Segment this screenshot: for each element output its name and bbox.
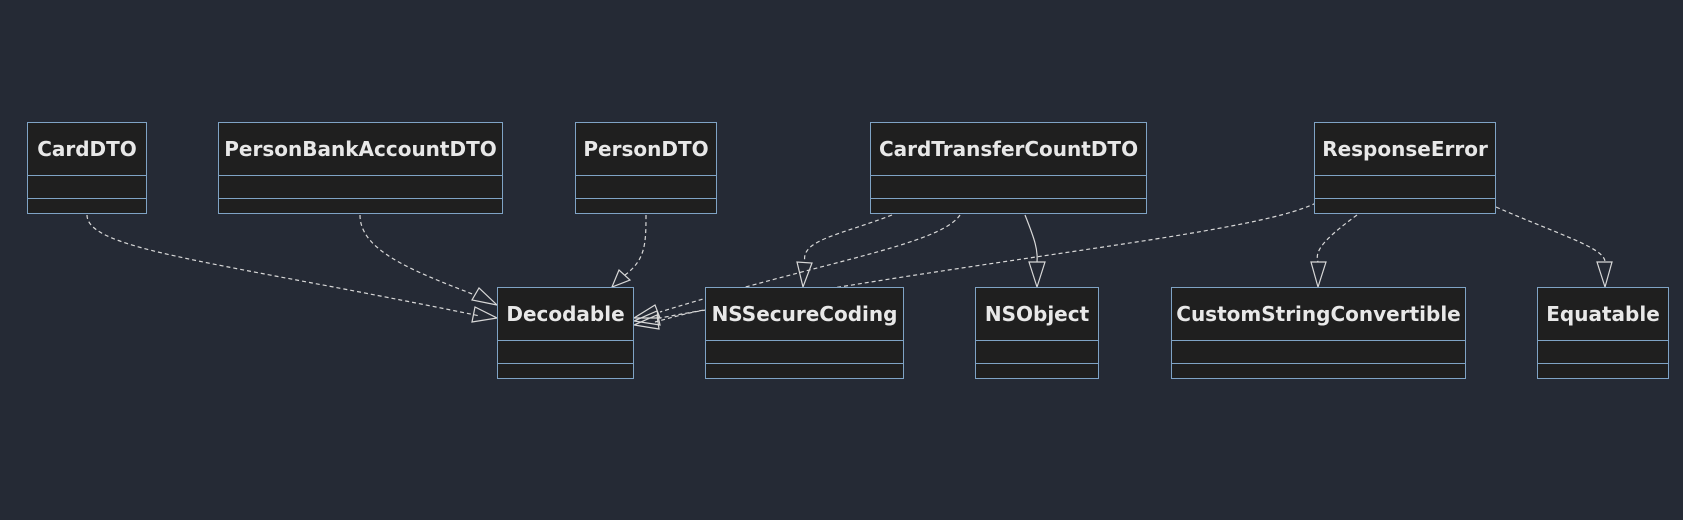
class-ns-secure-coding[interactable]: NSSecureCoding xyxy=(705,287,904,379)
class-custom-string-convertible[interactable]: CustomStringConvertible xyxy=(1171,287,1466,379)
edge-responseerror-equatable xyxy=(1495,206,1606,263)
class-response-error[interactable]: ResponseError xyxy=(1314,122,1496,214)
class-methods xyxy=(576,199,716,213)
class-name: CardTransferCountDTO xyxy=(871,123,1146,176)
edge-personbankaccountdto-decodable xyxy=(359,214,476,296)
edge-persondto-decodable xyxy=(624,214,647,276)
class-methods xyxy=(28,199,146,213)
edge-responseerror-customstringconvertible xyxy=(1316,214,1358,263)
class-methods xyxy=(1315,199,1495,213)
arrowhead-carddto-decodable xyxy=(471,306,499,323)
class-methods xyxy=(219,199,502,213)
class-attributes xyxy=(576,176,716,199)
class-methods xyxy=(1172,364,1465,378)
class-equatable[interactable]: Equatable xyxy=(1537,287,1669,379)
class-card-dto[interactable]: CardDTO xyxy=(27,122,147,214)
class-name: Equatable xyxy=(1538,288,1668,341)
edge-nssecurecoding-decodable xyxy=(654,309,707,323)
arrowhead-cardtransfercountdto-nsobject xyxy=(1028,261,1046,289)
class-methods xyxy=(976,364,1098,378)
class-name: CardDTO xyxy=(28,123,146,176)
class-attributes xyxy=(1315,176,1495,199)
class-attributes xyxy=(976,341,1098,364)
class-attributes xyxy=(1172,341,1465,364)
edge-cardtransfercountdto-nsobject xyxy=(1024,214,1038,263)
arrowhead-cardtransfercountdto-nssecurecoding xyxy=(796,261,813,290)
class-attributes xyxy=(28,176,146,199)
class-attributes xyxy=(498,341,633,364)
class-name: CustomStringConvertible xyxy=(1172,288,1465,341)
arrowhead-nssecurecoding-decodable xyxy=(631,314,660,330)
class-name: PersonDTO xyxy=(576,123,716,176)
class-attributes xyxy=(219,176,502,199)
class-name: NSSecureCoding xyxy=(706,288,903,341)
arrowhead-persondto-decodable xyxy=(610,268,632,289)
class-name: NSObject xyxy=(976,288,1098,341)
edge-cardtransfercountdto-nssecurecoding xyxy=(804,214,893,263)
class-methods xyxy=(871,199,1146,213)
arrowhead-personbankaccountdto-decodable xyxy=(471,287,499,306)
class-person-bank-account-dto[interactable]: PersonBankAccountDTO xyxy=(218,122,503,214)
class-methods xyxy=(706,364,903,378)
arrowhead-responseerror-decodable xyxy=(631,310,661,326)
class-card-transfer-count-dto[interactable]: CardTransferCountDTO xyxy=(870,122,1147,214)
class-person-dto[interactable]: PersonDTO xyxy=(575,122,717,214)
class-ns-object[interactable]: NSObject xyxy=(975,287,1099,379)
arrowhead-responseerror-equatable xyxy=(1596,261,1613,290)
arrowhead-responseerror-customstringconvertible xyxy=(1310,261,1327,290)
class-decodable[interactable]: Decodable xyxy=(497,287,634,379)
class-attributes xyxy=(706,341,903,364)
edge-carddto-decodable xyxy=(86,214,481,317)
class-methods xyxy=(498,364,633,378)
class-methods xyxy=(1538,364,1668,378)
class-name: PersonBankAccountDTO xyxy=(219,123,502,176)
class-name: ResponseError xyxy=(1315,123,1495,176)
class-attributes xyxy=(871,176,1146,199)
class-attributes xyxy=(1538,341,1668,364)
class-name: Decodable xyxy=(498,288,633,341)
